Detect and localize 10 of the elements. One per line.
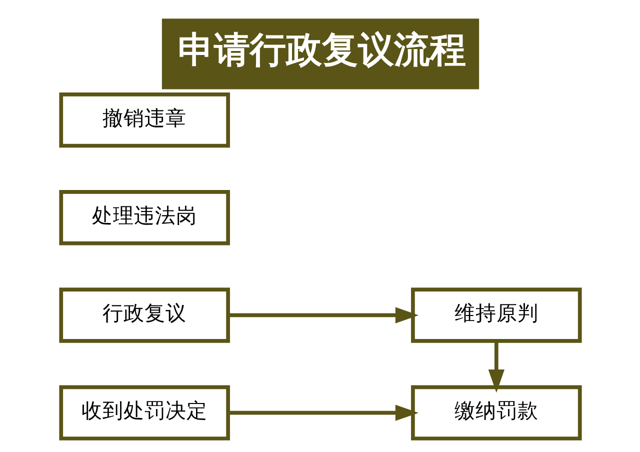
node-box: 缴纳罚款 (410, 385, 582, 440)
arrow (488, 341, 504, 393)
arrow (228, 307, 418, 324)
node-box: 维持原判 (410, 288, 582, 343)
node-box: 处理违法岗 (58, 190, 230, 246)
node-box: 行政复议 (58, 288, 230, 343)
node-box: 收到处罚决定 (58, 385, 230, 440)
node-box: 撤销违章 (58, 92, 230, 148)
diagram-title: 申请行政复议流程 (177, 30, 466, 72)
arrow (228, 404, 418, 421)
